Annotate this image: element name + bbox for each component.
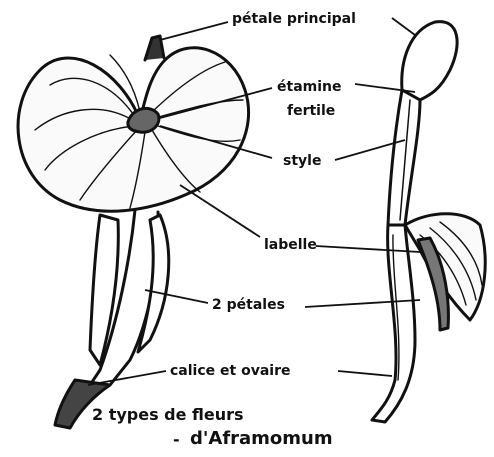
right-principal-petal [402,22,457,100]
leader-labelle [180,185,260,237]
label-etamine: étamine [277,80,341,94]
label-calice-ovaire: calice et ovaire [170,364,290,378]
label-labelle: labelle [264,238,317,252]
label-2-petales: 2 pétales [212,298,285,312]
caption-dash: - [173,432,180,448]
right-style [388,90,420,225]
caption-line2: d'Aframomum [190,430,333,448]
left-lateral-petal-2 [138,215,169,352]
leader-petale-principal [160,22,228,40]
left-stamen [128,108,159,132]
caption-line1: 2 types de fleurs [92,407,244,423]
right-flower [372,22,485,422]
label-petale-principal: pétale principal [232,12,356,26]
label-fertile: fertile [287,104,335,118]
label-style: style [283,154,321,168]
left-lateral-petal-1 [90,215,118,365]
leader-petale-principal-right [392,18,415,35]
leader-calice-right [338,371,392,376]
